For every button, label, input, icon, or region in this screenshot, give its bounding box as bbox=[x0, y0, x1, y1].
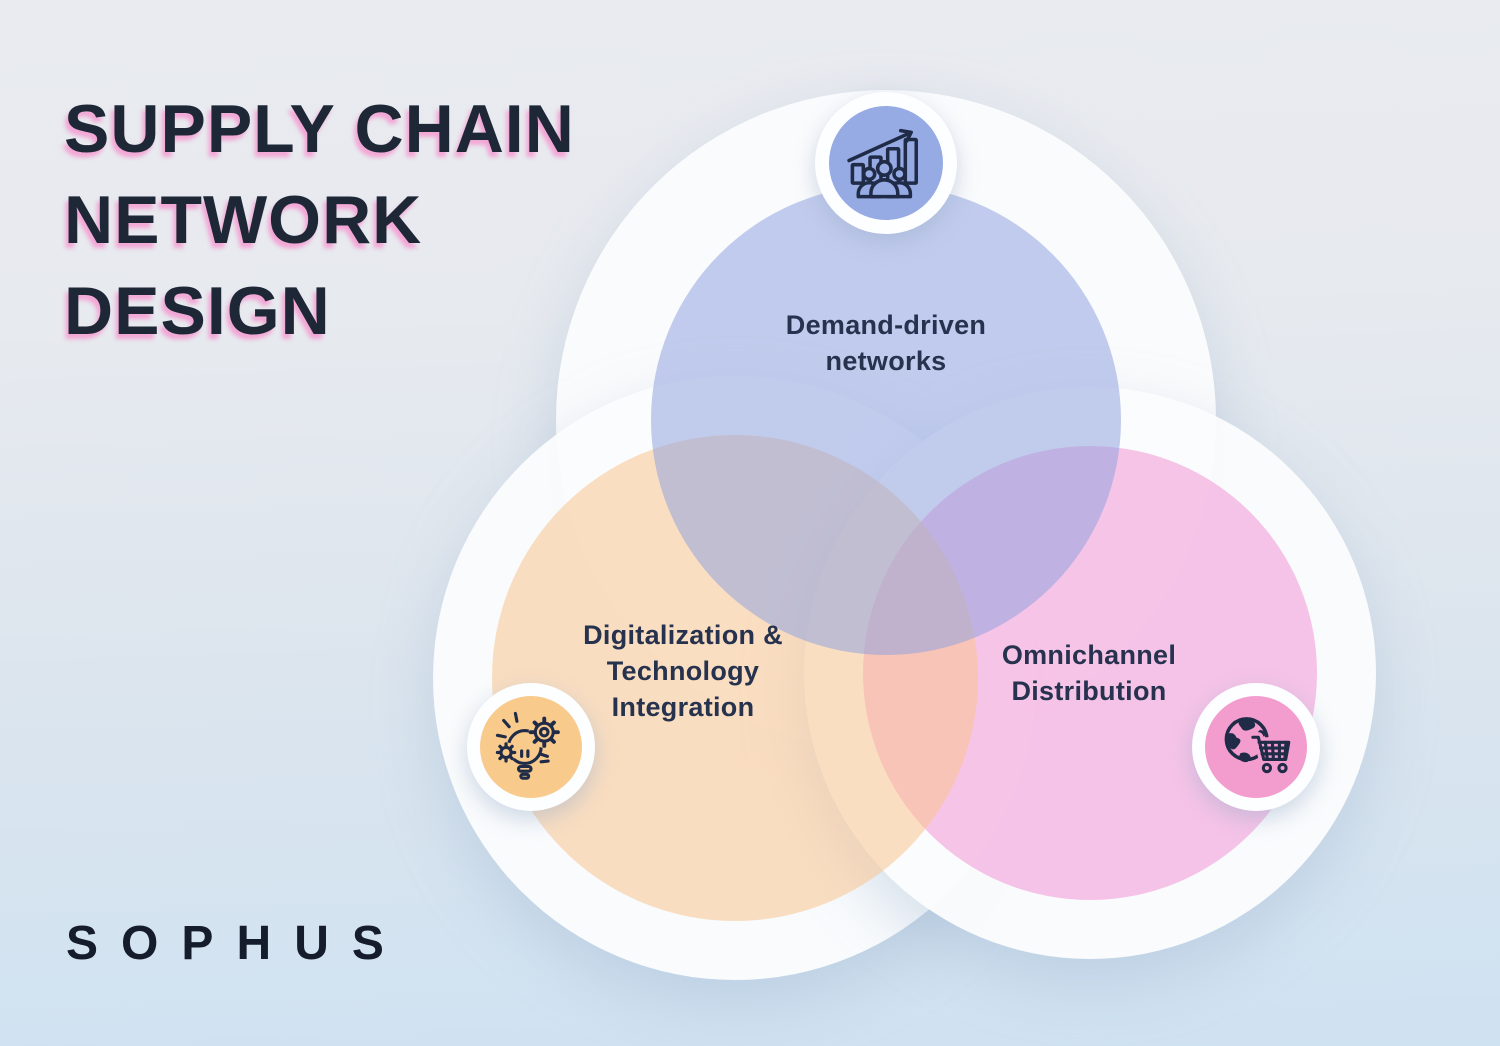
badge-omnichannel-distribution bbox=[1192, 683, 1320, 811]
label-line: networks bbox=[825, 345, 947, 376]
growth-chart-people-icon bbox=[847, 128, 919, 199]
page-title: SUPPLY CHAIN NETWORK DESIGN bbox=[64, 84, 684, 357]
label-line: Digitalization & bbox=[583, 620, 783, 650]
label-line: Technology bbox=[606, 655, 760, 686]
label-line: Omnichannel bbox=[1001, 640, 1177, 670]
title-line-3: DESIGN bbox=[64, 273, 331, 350]
badge-demand-driven bbox=[815, 92, 957, 234]
label-line: Integration bbox=[611, 691, 755, 722]
globe-shopping-cart-icon bbox=[1224, 717, 1294, 777]
badge-digitalization-technology bbox=[467, 683, 595, 811]
lightbulb-gears-icon bbox=[495, 711, 560, 780]
badge-demand-driven-inner bbox=[829, 106, 943, 220]
brand-logo: SOPHUS bbox=[66, 917, 407, 970]
label-line: Demand-driven bbox=[785, 310, 987, 340]
label-digitalization-technology-integration: Digitalization & Technology Integration bbox=[483, 618, 883, 726]
label-demand-driven-networks: Demand-driven networks bbox=[686, 308, 1086, 380]
title-line-2: NETWORK bbox=[64, 182, 423, 259]
label-line: Distribution bbox=[1011, 675, 1167, 706]
title-line-1: SUPPLY CHAIN bbox=[64, 91, 575, 167]
badge-digitalization-inner bbox=[480, 696, 582, 798]
badge-omnichannel-inner bbox=[1205, 696, 1307, 798]
label-omnichannel-distribution: Omnichannel Distribution bbox=[889, 638, 1289, 710]
venn-circle-demand-driven-networks bbox=[651, 185, 1121, 655]
